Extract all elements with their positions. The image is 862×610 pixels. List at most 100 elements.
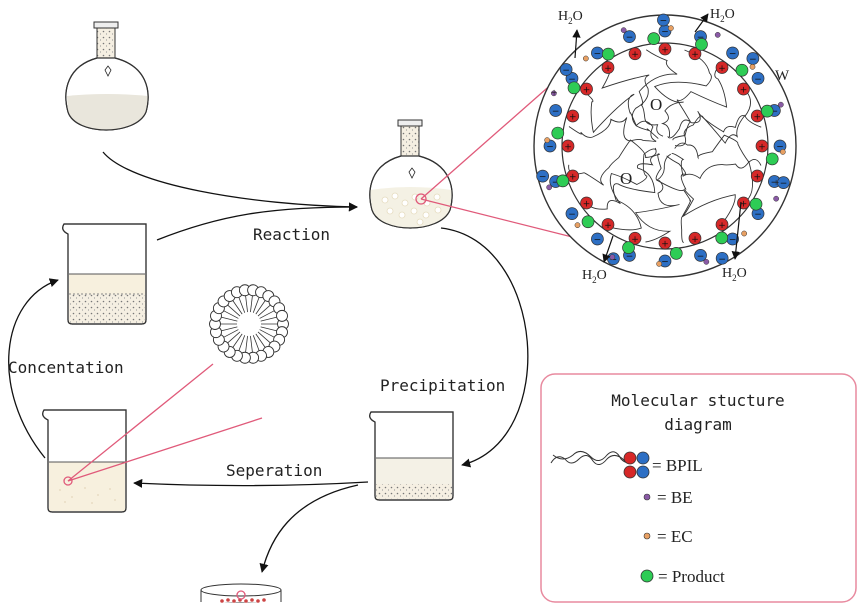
svg-text:+: + [740, 200, 748, 210]
svg-text:−: − [749, 55, 757, 65]
svg-text:−: − [539, 173, 547, 183]
cation-icon [658, 236, 672, 250]
svg-text:−: − [562, 66, 570, 76]
svg-text:+: + [604, 64, 612, 74]
arrow-to-dish [259, 484, 359, 573]
svg-text:−: − [660, 17, 668, 27]
product-icon [556, 174, 570, 188]
legend-title: diagram [664, 415, 731, 434]
be-icon [777, 101, 784, 108]
ec-icon [574, 222, 581, 229]
svg-text:−: − [776, 143, 784, 153]
svg-text:−: − [552, 107, 560, 117]
h2o-label: 2 [568, 16, 573, 26]
ec-icon [544, 137, 550, 143]
water-phase-label: W [775, 68, 790, 84]
h2o-label: O [725, 7, 735, 22]
legend-product-icon [640, 569, 654, 583]
ec-icon [780, 149, 786, 155]
svg-text:+: + [564, 143, 572, 153]
svg-text:−: − [626, 252, 634, 262]
zoom-spot [415, 193, 427, 205]
legend-bpil: = BPIL [652, 456, 703, 475]
cation-icon [580, 82, 593, 96]
cation-icon [561, 139, 575, 153]
svg-text:−: − [771, 178, 779, 188]
product-icon [735, 63, 749, 77]
product-icon [551, 126, 565, 140]
ec-icon [582, 55, 589, 62]
legend-product: = Product [658, 567, 725, 586]
cation-icon [755, 139, 769, 153]
cation-icon [566, 109, 580, 123]
anion-icon [565, 207, 579, 220]
charge-label: + [551, 87, 557, 99]
cation-icon [628, 47, 642, 61]
stir-bar-icon [408, 167, 416, 179]
be-icon [620, 27, 627, 34]
product-icon [647, 32, 661, 45]
cation-icon [715, 218, 729, 231]
micelle-icon [209, 284, 289, 364]
svg-text:+: + [691, 50, 699, 60]
be-icon [546, 184, 553, 191]
product-icon [695, 37, 708, 51]
h2o-label: H [710, 7, 720, 22]
legend-panel: Molecular stucture diagram = BPIL = BE =… [540, 373, 857, 603]
be-icon [551, 90, 557, 97]
legend-bpil-icon [623, 451, 650, 479]
svg-text:−: − [546, 143, 554, 153]
product-icon [749, 197, 763, 211]
product-icon [715, 231, 729, 245]
h2o-label: H [722, 266, 732, 281]
cation-icon [750, 169, 764, 183]
cation-icon [688, 47, 702, 61]
legend-ec-icon [643, 532, 651, 540]
flask-initial [65, 21, 149, 131]
svg-text:−: − [568, 75, 576, 85]
svg-text:−: − [697, 252, 705, 262]
charge-label: + [773, 177, 779, 189]
be-icon [773, 195, 779, 202]
oil-phase-label: O [620, 169, 632, 188]
svg-text:+: + [631, 50, 639, 60]
anion-icon [715, 251, 729, 265]
h2o-label: 2 [732, 273, 737, 283]
product-icon [760, 104, 774, 118]
anion-icon [623, 30, 636, 43]
arrow-to-reaction [102, 151, 358, 212]
be-icon [714, 32, 721, 38]
anion-icon [694, 249, 707, 262]
emulsion-droplet: +−+−+−+−+−+−+−+−+−+−+−+−+−+−+−+−+−+−+−+−… [533, 13, 797, 278]
ec-icon [749, 63, 756, 70]
svg-text:−: − [718, 255, 726, 265]
cation-icon [688, 231, 702, 245]
beaker-separated [42, 409, 127, 513]
h2o-label: O [737, 266, 747, 281]
petri-dish [200, 583, 282, 603]
arrow-seperation [133, 478, 369, 488]
h2o-release: H2O H2O H2O H2O [558, 7, 747, 285]
svg-text:−: − [729, 49, 737, 59]
svg-text:−: − [771, 107, 779, 117]
h2o-label: 2 [592, 275, 597, 285]
svg-text:H2O: H2O [722, 266, 747, 283]
be-icon [703, 258, 710, 265]
cation-icon [715, 61, 729, 74]
h2o-label: 2 [720, 14, 725, 24]
svg-text:H2O: H2O [558, 9, 583, 26]
svg-text:−: − [661, 258, 669, 268]
svg-text:H2O: H2O [710, 7, 735, 24]
svg-text:−: − [754, 210, 762, 220]
flask-reaction [369, 119, 453, 229]
product-icon [765, 152, 779, 166]
svg-text:+: + [740, 85, 748, 95]
product-icon [622, 241, 635, 255]
oil-phase-label: O [650, 95, 662, 114]
svg-text:−: − [594, 49, 602, 59]
legend-title: Molecular stucture [611, 391, 784, 410]
legend-ec: = EC [657, 527, 693, 546]
h2o-label: H [558, 9, 568, 24]
h2o-label: H [582, 268, 592, 283]
